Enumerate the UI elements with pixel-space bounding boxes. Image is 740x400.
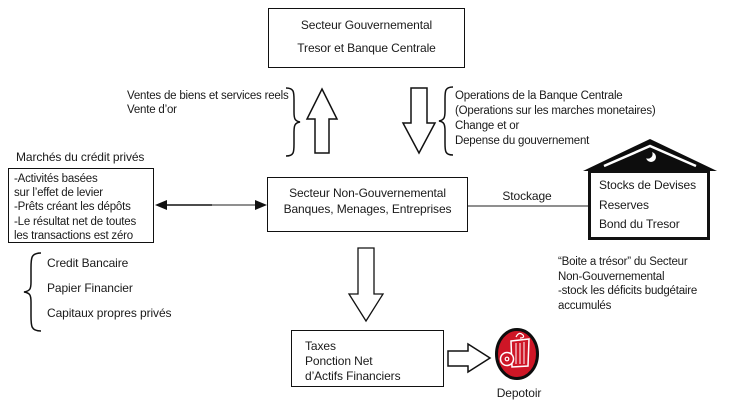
credit-instrument: Papier Financier (47, 281, 133, 295)
credit-double-arrow (155, 200, 267, 210)
treasure-box: Stocks de Devises Reserves Bond du Treso… (588, 170, 710, 240)
down-flow-brace-icon (438, 86, 454, 156)
down-flow-arrow-icon (401, 87, 437, 155)
down-flow-label: Operations de la Banque Centrale (Operat… (455, 90, 656, 147)
up-flow-arrow-icon (305, 87, 339, 154)
taxes-box: Taxes Ponction Net d’Actifs Financiers (291, 330, 444, 387)
credit-instruments-brace-icon (23, 252, 42, 332)
gov-sector-subtitle: Tresor et Banque Centrale (297, 41, 436, 55)
crumpled-paper-detail (515, 332, 525, 339)
credit-markets-title: Marchés du crédit privés (16, 150, 145, 164)
non-gov-sector-title: Secteur Non-Gouvernemental (289, 186, 446, 200)
gov-sector-box: Secteur Gouvernemental Tresor et Banque … (268, 8, 465, 68)
treasure-note: “Boite a trésor” du Secteur Non-Gouverne… (558, 256, 698, 312)
crescent-detail (643, 149, 653, 159)
non-gov-sector-box: Secteur Non-Gouvernemental Banques, Mena… (267, 177, 468, 232)
credit-instrument: Capitaux propres privés (47, 306, 172, 320)
taxes-down-arrow-icon (347, 247, 385, 323)
up-flow-brace-icon (285, 87, 301, 157)
non-gov-sector-subtitle: Banques, Menages, Entreprises (283, 202, 452, 216)
treasure-item: Reserves (599, 197, 649, 212)
treasure-item: Stocks de Devises (599, 177, 697, 192)
credit-markets-box: -Activités basées sur l’effet de levier … (8, 168, 154, 243)
stockage-label: Stockage (502, 189, 552, 203)
treasure-item: Bond du Tresor (599, 217, 680, 232)
credit-instrument: Credit Bancaire (47, 256, 129, 270)
up-flow-label: Ventes de biens et services reels Vente … (127, 90, 289, 117)
depotoir-bin-icon (495, 328, 539, 380)
depotoir-right-arrow-icon (447, 342, 492, 374)
depotoir-label: Depotoir (496, 386, 542, 400)
treasure-roof-icon (583, 139, 717, 171)
disc-detail (499, 351, 515, 367)
gov-sector-title: Secteur Gouvernemental (300, 18, 433, 32)
credit-instruments-list: Credit Bancaire Papier Financier Capitau… (47, 256, 172, 321)
